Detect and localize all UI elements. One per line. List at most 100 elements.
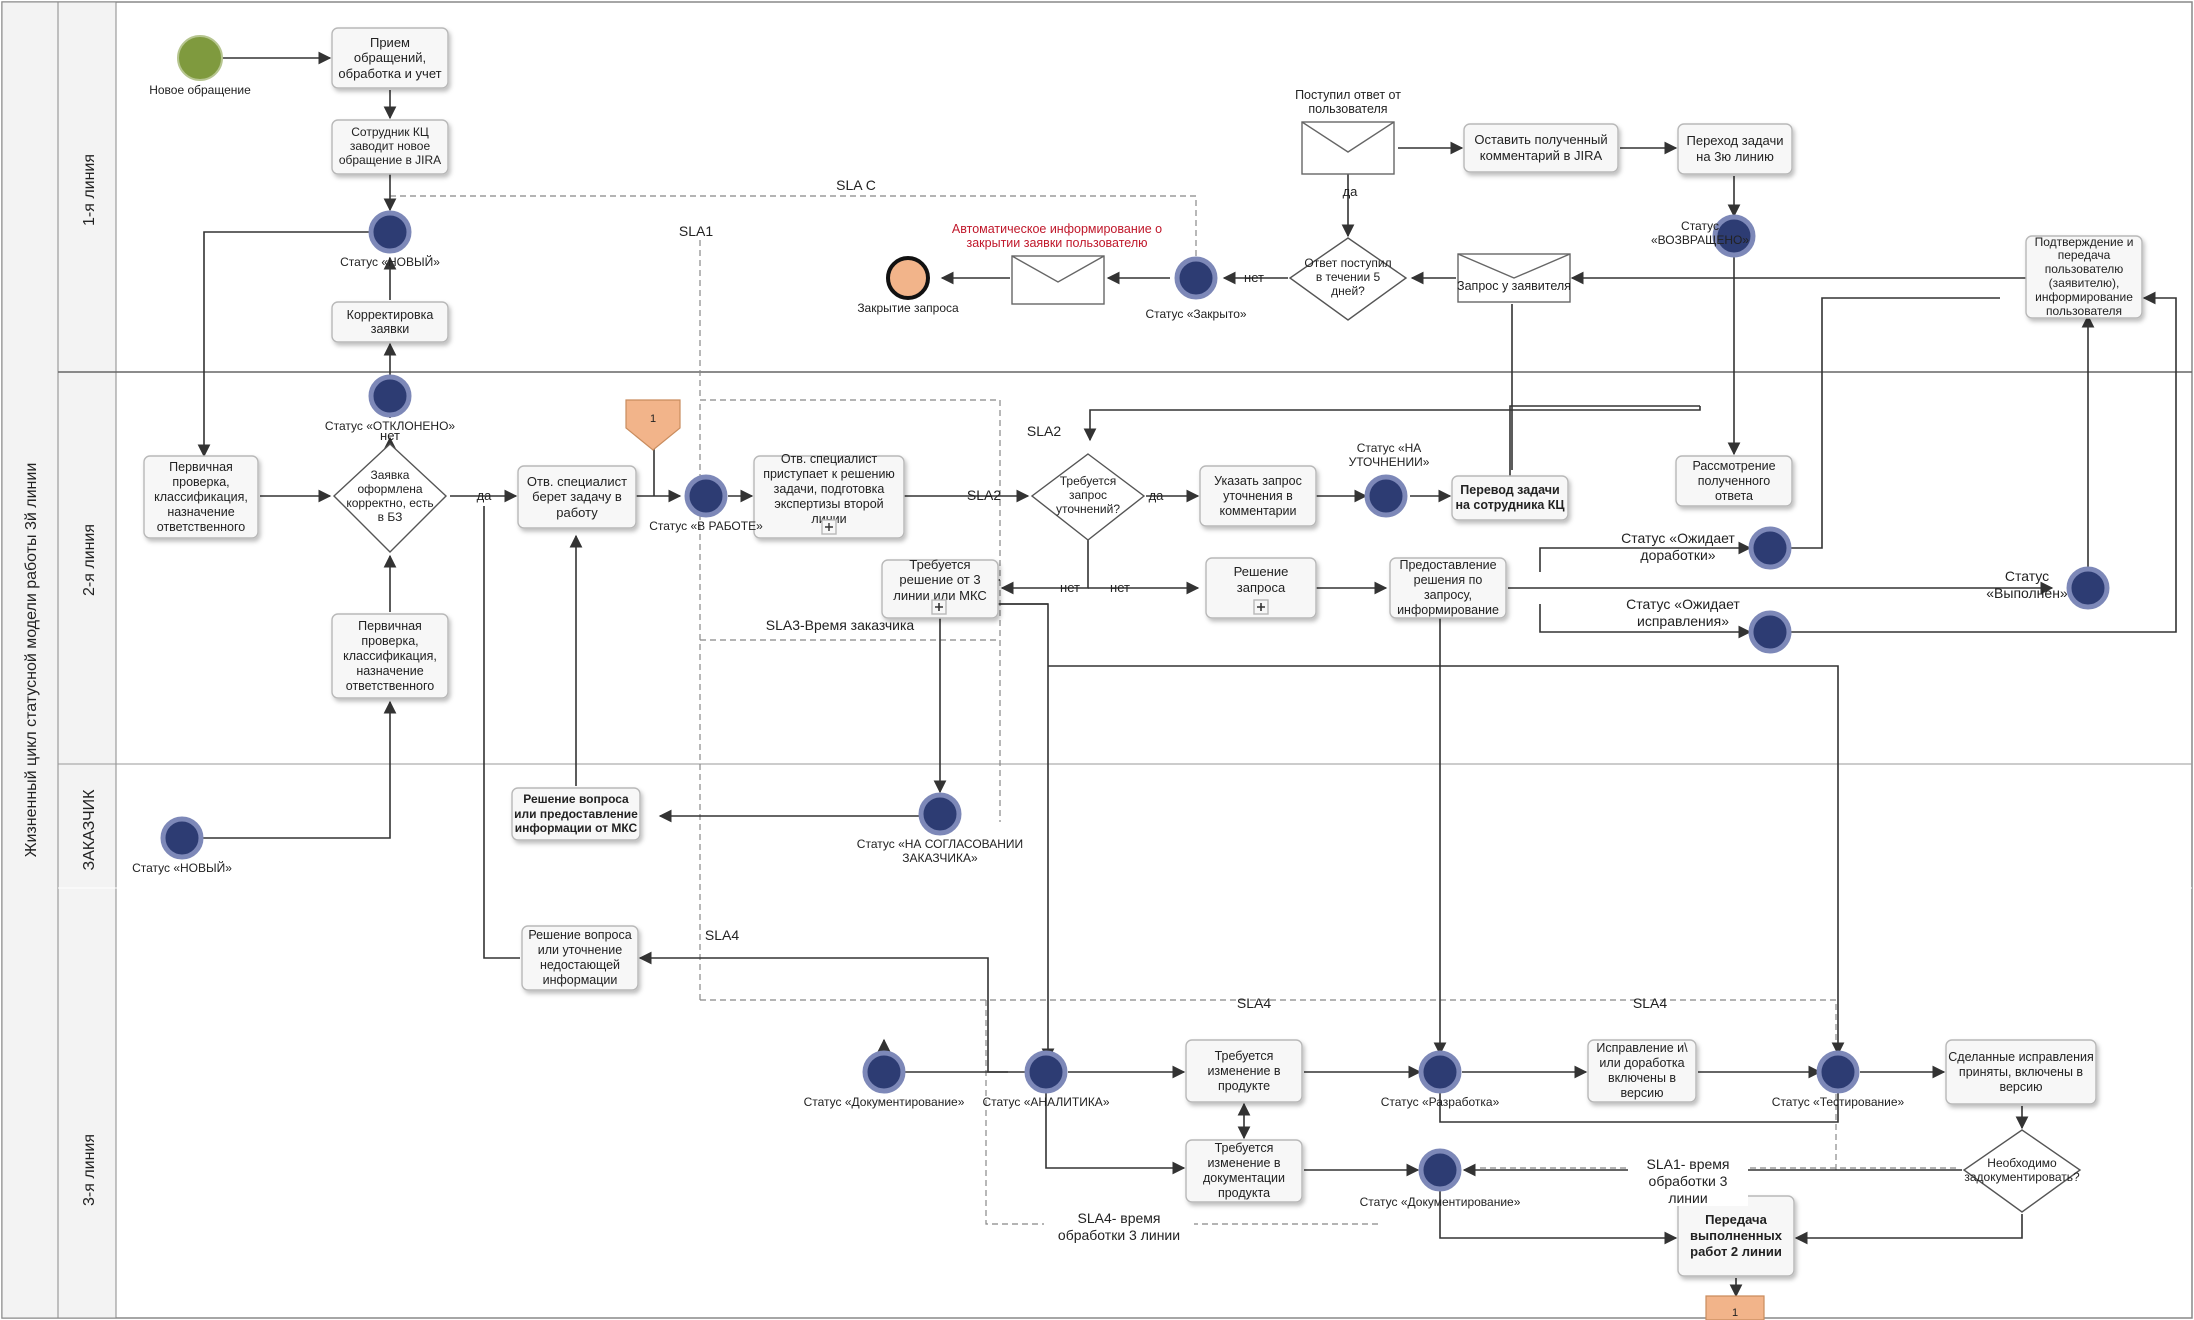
lane-label-4: 3-я линия — [81, 1134, 98, 1206]
event-inwork-label: Статус «В РАБОТЕ» — [649, 519, 763, 533]
gateways: Заявка оформлена корректно, есть в БЗ Тр… — [332, 237, 2082, 1213]
task-spec-take[interactable]: Отв. специалист берет задачу в работу — [517, 465, 637, 529]
event-clarify-label: Статус «НА УТОЧНЕНИИ» — [1348, 441, 1430, 469]
event-new[interactable] — [368, 210, 412, 254]
task-kc-new-label: Сотрудник КЦ заводит новое обращение в J… — [338, 125, 442, 167]
label-no-2: нет — [1060, 580, 1080, 595]
start-end-events: Новое обращение Закрытие запроса — [149, 35, 959, 315]
event-done[interactable] — [2066, 566, 2110, 610]
task-solve[interactable]: Решение запроса — [1205, 557, 1317, 619]
lane-label-3: ЗАКАЗЧИК — [81, 789, 98, 871]
event-inwork[interactable] — [684, 474, 728, 518]
task-need-doc-label: Требуется изменение в документации проду… — [1202, 1141, 1286, 1200]
task-transfer-kc[interactable]: Перевод задачи на сотрудника КЦ — [1451, 475, 1569, 521]
label-no-1: нет — [380, 428, 400, 443]
task-confirm[interactable]: Подтверждение и передача пользователю (з… — [2025, 235, 2143, 319]
task-sol3-label: Решение вопроса или уточнение недостающе… — [528, 928, 632, 987]
offpage-top-label: 1 — [650, 413, 656, 425]
event-customer-new[interactable] — [160, 816, 204, 860]
label-yes-3: да — [1343, 184, 1359, 199]
message-auto-notify[interactable]: Автоматическое информирование о закрытии… — [934, 222, 1180, 305]
event-customer-new-label: Статус «НОВЫЙ» — [132, 860, 232, 875]
task-pass2[interactable]: Передача выполненных работ 2 линии — [1677, 1195, 1795, 1277]
event-analytics-label: Статус «АНАЛИТИКА» — [982, 1095, 1109, 1109]
message-request-user[interactable]: Запрос у заявителя — [1457, 253, 1571, 303]
task-correct-label: Корректировка заявки — [346, 307, 434, 336]
task-need-prod-label: Требуется изменение в продукте — [1207, 1048, 1281, 1093]
label-sla-c: SLA C — [836, 177, 876, 193]
task-intake[interactable]: Прием обращений, обработка и учет — [331, 27, 449, 89]
event-returned-label: Статус «ВОЗВРАЩЕНО» — [1651, 219, 1749, 247]
end-event[interactable] — [886, 256, 930, 300]
event-done-label: Статус «Выполнен» — [1986, 568, 2068, 601]
lane-label-2: 2-я линия — [81, 524, 98, 596]
task-transfer3[interactable]: Переход задачи на 3ю линию — [1677, 123, 1793, 175]
offpage-connector-bottom[interactable]: 1 — [1705, 1295, 1765, 1320]
task-primary2b[interactable]: Первичная проверка, классификация, назна… — [331, 613, 449, 699]
event-rejected[interactable] — [368, 374, 412, 418]
task-kc-new[interactable]: Сотрудник КЦ заводит новое обращение в J… — [331, 119, 449, 175]
task-primary2[interactable]: Первичная проверка, классификация, назна… — [143, 455, 259, 539]
gateway-clarify[interactable]: Требуется запрос уточнений? — [1030, 453, 1146, 541]
label-no-4: нет — [1244, 270, 1264, 285]
tasks: Прием обращений, обработка и учет Сотруд… — [143, 27, 2143, 1277]
start-event-label: Новое обращение — [149, 83, 251, 97]
event-docum[interactable] — [1418, 1148, 1462, 1192]
task-mks[interactable]: Решение вопроса или предоставление инфор… — [511, 787, 641, 841]
event-approval[interactable] — [918, 792, 962, 836]
task-fix[interactable]: Исправление и\ или доработка включены в … — [1587, 1039, 1697, 1103]
task-leave-comment[interactable]: Оставить полученный комментарий в JIRA — [1463, 123, 1619, 173]
event-wait-fix-label: Статус «Ожидает исправления» — [1626, 596, 1740, 629]
task-spec-solve[interactable]: Отв. специалист приступает к решению зад… — [753, 451, 905, 539]
offpage-bottom-label: 1 — [1732, 1307, 1738, 1319]
gateway-need-doc[interactable]: Необходимо задокументировать? — [1962, 1129, 2082, 1213]
task-transfer-kc-label: Перевод задачи на сотрудника КЦ — [1455, 483, 1565, 512]
task-leave-comment-label: Оставить полученный комментарий в JIRA — [1474, 132, 1608, 163]
start-event[interactable] — [177, 35, 223, 81]
task-sol3[interactable]: Решение вопроса или уточнение недостающе… — [521, 925, 639, 991]
event-docs[interactable] — [862, 1050, 906, 1094]
event-wait-fix[interactable] — [1748, 610, 1792, 654]
task-review[interactable]: Рассмотрение полученного ответа — [1675, 455, 1793, 507]
task-primary2b-label: Первичная проверка, классификация, назна… — [343, 618, 437, 693]
task-need-prod[interactable]: Требуется изменение в продукте — [1185, 1039, 1303, 1103]
message-reply[interactable]: Поступил ответ от пользователя — [1276, 88, 1420, 175]
gateway-answer5[interactable]: Ответ поступил в течении 5 дней? — [1288, 237, 1408, 321]
task-done-fix[interactable]: Сделанные исправления приняты, включены … — [1945, 1039, 2097, 1105]
gateway-correct[interactable]: Заявка оформлена корректно, есть в БЗ — [332, 443, 448, 553]
event-test[interactable] — [1816, 1050, 1860, 1094]
task-need-doc[interactable]: Требуется изменение в документации проду… — [1185, 1139, 1303, 1203]
task-mks-label: Решение вопроса или предоставление инфор… — [514, 792, 638, 836]
event-dev[interactable] — [1418, 1050, 1462, 1094]
task-solve-label: Решение запроса — [1233, 564, 1289, 595]
status-events: Статус «НОВЫЙ» Статус «ОТКЛОНЕНО» Статус… — [132, 210, 2110, 1209]
messages: Поступил ответ от пользователя Запрос у … — [934, 88, 1571, 305]
label-sla4-time: SLA4- время обработки 3 линии — [1044, 1210, 1194, 1244]
event-wait-dev-label: Статус «Ожидает доработки» — [1621, 530, 1735, 563]
gateway-clarify-label: Требуется запрос уточнений? — [1055, 474, 1121, 516]
task-review-label: Рассмотрение полученного ответа — [1692, 458, 1776, 503]
task-need3[interactable]: Требуется решение от 3 линии или МКС — [881, 557, 999, 619]
event-returned[interactable] — [1712, 214, 1756, 258]
task-clarify[interactable]: Указать запрос уточнения в комментарии — [1199, 465, 1317, 527]
event-analytics[interactable] — [1024, 1050, 1068, 1094]
offpage-connector-top[interactable]: 1 — [625, 399, 681, 451]
task-clarify-label: Указать запрос уточнения в комментарии — [1214, 473, 1302, 518]
task-spec-solve-label: Отв. специалист приступает к решению зад… — [763, 451, 895, 526]
event-closed[interactable] — [1174, 256, 1218, 300]
gateway-correct-label: Заявка оформлена корректно, есть в БЗ — [346, 468, 434, 524]
task-correct[interactable]: Корректировка заявки — [331, 301, 449, 343]
label-sla1: SLA1 — [679, 223, 713, 239]
event-approval-label: Статус «НА СОГЛАСОВАНИИ ЗАКАЗЧИКА» — [856, 837, 1024, 865]
task-provide[interactable]: Предоставление решения по запросу, инфор… — [1389, 557, 1507, 619]
event-wait-dev[interactable] — [1748, 526, 1792, 570]
event-clarify[interactable] — [1364, 474, 1408, 518]
task-provide-label: Предоставление решения по запросу, инфор… — [1397, 558, 1499, 617]
label-yes-1: да — [477, 488, 493, 503]
message-request-user-label: Запрос у заявителя — [1457, 279, 1571, 293]
gateway-answer5-label: Ответ поступил в течении 5 дней? — [1304, 256, 1392, 298]
pool-title: Жизненный цикл статусной модели работы 3… — [23, 463, 40, 858]
task-transfer3-label: Переход задачи на 3ю линию — [1686, 133, 1784, 164]
gateway-need-doc-label: Необходимо задокументировать? — [1964, 1156, 2080, 1184]
